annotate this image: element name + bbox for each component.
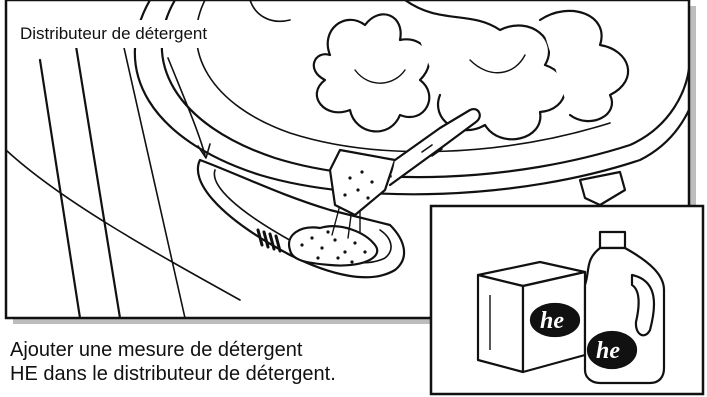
callout-label: Distributeur de détergent: [12, 20, 215, 48]
caption-line-2: HE dans le distributeur de détergent.: [10, 362, 430, 386]
he-logo-box: he: [540, 308, 564, 334]
detergent-box-icon: [478, 262, 585, 372]
caption-line-1: Ajouter une mesure de détergent: [10, 338, 430, 362]
he-logo-bottle: he: [596, 338, 620, 364]
caption: Ajouter une mesure de détergent HE dans …: [10, 338, 430, 386]
